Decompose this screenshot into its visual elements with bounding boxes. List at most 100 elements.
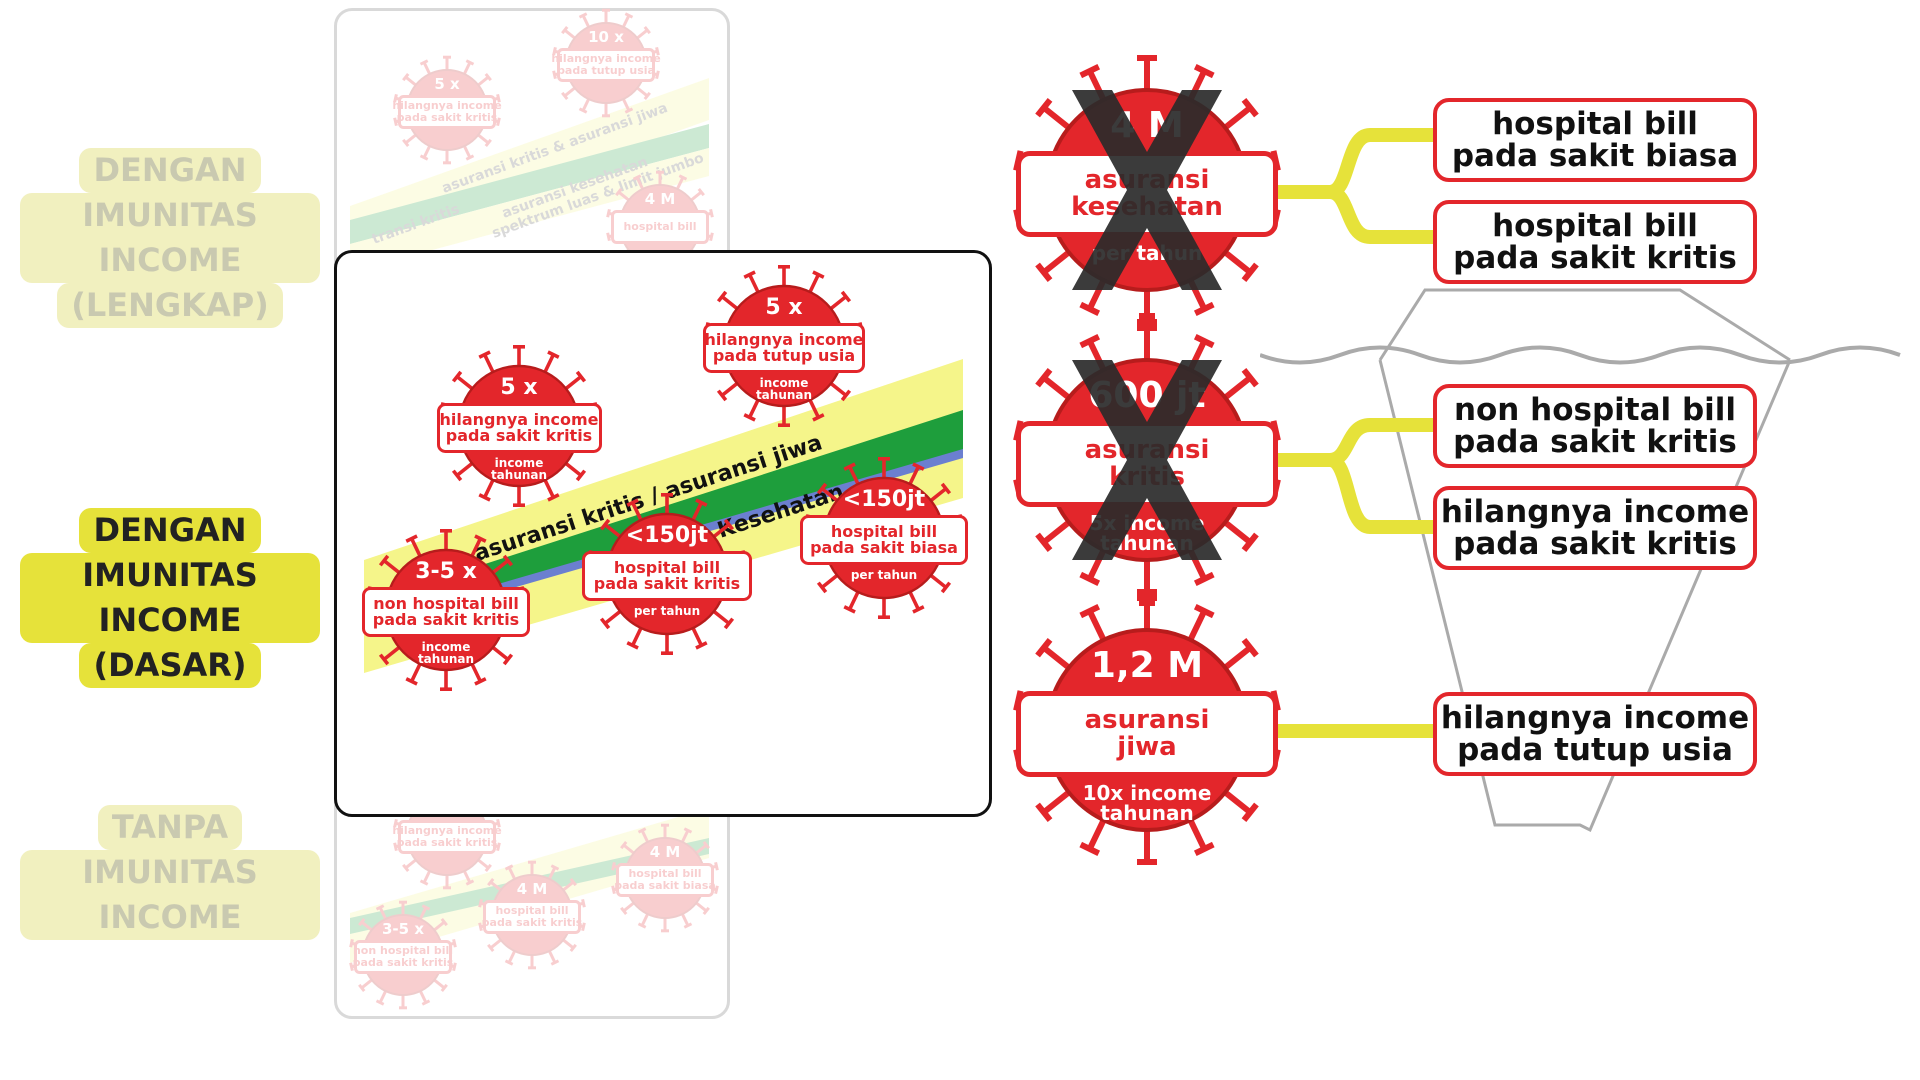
virus-spike-cap: [579, 14, 586, 17]
virus-spike-cap: [711, 233, 713, 241]
virus-spike-cap: [1195, 845, 1213, 854]
virus-sub-line: per tahun: [800, 569, 968, 581]
virus-spike-cap: [711, 209, 713, 217]
cross-mark-icon: [1062, 360, 1232, 560]
outcome-line-2: pada sakit kritis: [1453, 242, 1737, 274]
label-with-income-immunity-complete: DENGAN IMUNITAS INCOME (LENGKAP): [20, 148, 320, 328]
virus-spike-cap: [679, 176, 686, 179]
virus-amount: 3-5 x: [354, 922, 452, 937]
outcome-line-2: pada tutup usia: [1441, 734, 1749, 766]
virus-label-box: hospital billpada sakit biasa: [800, 515, 968, 565]
outcome-box-hospital-bill-common: hospital billpada sakit biasa: [1433, 98, 1757, 182]
outcome-line-1: non hospital bill: [1453, 394, 1737, 426]
virus-spike-cap: [498, 118, 500, 126]
faded-virus-bottom-2-text: 4 Mhospital billpada sakit biasa: [616, 838, 714, 918]
connector-group-2: [1274, 425, 1440, 527]
virus-sub-label: 10x incometahunan: [1016, 783, 1278, 823]
virus-spike-cap: [466, 61, 473, 64]
virus-spike-cap: [583, 923, 585, 931]
virus-spike-cap: [480, 899, 482, 907]
virus-label-line: pada tutup usia: [557, 65, 655, 77]
virus-spike-cap: [613, 862, 615, 870]
virus-spike-cap: [454, 963, 456, 971]
virus-sub-label: per tahun: [582, 605, 752, 617]
virus-label-line: hospital bill: [623, 221, 696, 233]
label-line-3: (LENGKAP): [57, 283, 283, 328]
virus-spike-cap: [696, 500, 707, 505]
label-line-2: IMUNITAS INCOME: [20, 553, 320, 643]
virus-label-line: hilangnya income: [392, 100, 501, 112]
outcome-line-1: hospital bill: [1452, 108, 1738, 140]
virus-amount: 5 x: [437, 377, 602, 399]
virus-label-line: hilangnya income: [392, 825, 501, 837]
label-with-income-immunity-basic: DENGAN IMUNITAS INCOME (DASAR): [20, 508, 320, 688]
label-line-2: IMUNITAS INCOME: [20, 193, 320, 283]
virus-sub-line: tahunan: [437, 469, 602, 481]
virus-spike-cap: [376, 906, 383, 909]
virus-label-line: hospital bill: [495, 905, 568, 917]
virus-spike-cap: [579, 109, 586, 112]
virus-spike-cap: [627, 500, 638, 505]
virus-spike-cap: [638, 829, 645, 832]
virus-spike-cap: [548, 495, 559, 500]
virus-spike-cap: [716, 862, 718, 870]
virus-spike-cap: [554, 71, 556, 79]
virus-label-line: pada sakit kritis: [397, 837, 498, 849]
virus-spike-cap: [498, 843, 500, 851]
virus-spike-cap: [716, 886, 718, 894]
virus-spike-cap: [505, 866, 512, 869]
virus-spike-cap: [1195, 67, 1213, 76]
connectors: [1270, 95, 1440, 775]
virus-amount: <150jt: [582, 525, 752, 547]
virus-spike-cap: [684, 924, 691, 927]
virus-amount: 3-5 x: [362, 561, 530, 583]
virus-spike-cap: [454, 939, 456, 947]
virus-label-line: hilangnya income: [551, 53, 660, 65]
virus-label-line: pada sakit kritis: [482, 917, 583, 929]
virus-sub-line: tahunan: [1016, 803, 1278, 823]
label-line-1: DENGAN: [79, 508, 260, 553]
virus-label-line: pada sakit biasa: [810, 540, 958, 557]
virus-label-box: hilangnya incomepada tutup usia: [557, 48, 655, 82]
virus-spike-cap: [633, 176, 640, 179]
virus-spike-cap: [422, 906, 429, 909]
big-virus-3-text: 1,2 Masuransijiwa10x incometahunan: [1016, 630, 1278, 830]
virus-spike-cap: [608, 233, 610, 241]
label-without-income-immunity: TANPA IMUNITAS INCOME: [20, 805, 320, 940]
virus-label-box: hospital billpada sakit kritis: [582, 551, 752, 601]
virus-sub-line: tahunan: [362, 653, 530, 665]
virus-label-box: hilangnya incomepada tutup usia: [703, 323, 865, 373]
virus-spike-cap: [813, 272, 824, 277]
outcome-line-1: hilangnya income: [1441, 702, 1749, 734]
virus-spike-cap: [479, 352, 490, 357]
virus-label-box: hospital billpada sakit biasa: [616, 863, 714, 897]
virus-spike-cap: [608, 209, 610, 217]
virus-amount: 4 M: [611, 192, 709, 207]
faded-virus-bottom-3-text: 4 Mhospital billpada sakit kritis: [483, 875, 581, 955]
virus-spike-cap: [422, 1001, 429, 1004]
virus-spike-cap: [696, 643, 707, 648]
virus-label-line: jiwa: [1117, 734, 1176, 761]
virus-spike-cap: [420, 156, 427, 159]
virus-amount: 10 x: [557, 30, 655, 45]
virus-label-line: pada tutup usia: [713, 348, 855, 365]
virus-spike-cap: [475, 679, 486, 684]
virus-label-line: hospital bill: [628, 868, 701, 880]
outcome-line-1: hospital bill: [1453, 210, 1737, 242]
virus-sub-line: tahunan: [703, 389, 865, 401]
virus-spike-cap: [1081, 337, 1099, 346]
connector-group-1: [1274, 135, 1440, 237]
virus-spike-cap: [638, 924, 645, 927]
virus-label-line: pada sakit kritis: [594, 576, 740, 593]
virus-spike-cap: [551, 961, 558, 964]
virus-spike-cap: [744, 272, 755, 277]
faded-virus-top-2-text: 5 xhilangnya incomepada sakit kritis: [398, 70, 496, 150]
virus-sub-line: per tahun: [582, 605, 752, 617]
virus-spike-cap: [1195, 575, 1213, 584]
virus-amount: 5 x: [398, 77, 496, 92]
